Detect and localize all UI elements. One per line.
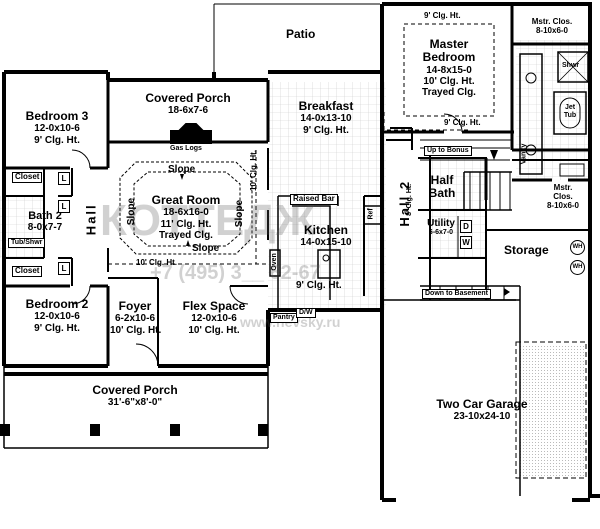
bedroom3-name: Bedroom 3: [25, 109, 89, 123]
bedroom2-size: 12-0x10-6: [34, 311, 80, 323]
master-ceiling-bottom: 9' Clg. Ht.: [444, 118, 481, 127]
breakfast-size: 14-0x13-10: [300, 113, 352, 125]
bath2-size: 8-0x7-7: [27, 222, 63, 234]
kitchen-ceiling: 9' Clg. Ht.: [296, 280, 342, 291]
patio-label: Patio: [286, 27, 316, 41]
jet-tub-label: Jet Tub: [563, 104, 577, 119]
front-porch-name: Covered Porch: [92, 383, 178, 397]
washer-icon: W: [460, 236, 472, 249]
shower-label: Shwr: [562, 62, 580, 69]
closet-bottom-label: Closet: [12, 266, 43, 277]
master-bedroom-name: Master: [429, 37, 469, 51]
slope-top: Slope: [168, 164, 196, 175]
kitchen-label: Kitchen 14-0x15-10: [288, 223, 364, 249]
garage-label: Two Car Garage 23-10x24-10: [420, 397, 544, 423]
master-closet-top-name: Mstr. Clos.: [531, 17, 573, 26]
foyer-size: 6-2x10-6: [114, 313, 156, 325]
ref-label: Ref: [367, 208, 375, 220]
bath2-label: Bath 2 8-0x7-7: [20, 210, 70, 234]
slope-bottom: Slope: [192, 243, 220, 254]
hall-left-label: Hall: [83, 203, 99, 236]
great-room-name: Great Room: [151, 193, 221, 207]
linen-bottom: L: [58, 262, 70, 275]
bedroom3-size: 12-0x10-6: [34, 123, 80, 135]
rear-porch-size: 18-6x7-6: [167, 105, 209, 117]
master-closet-top-size: 8-10x6-0: [535, 25, 569, 35]
slope-left: Slope: [126, 197, 138, 226]
master-closet-right-label: Mstr. Clos. 8-10x6-0: [538, 183, 588, 211]
linen-mid: L: [58, 200, 70, 213]
ceiling-10-left: 10' Clg. Ht.: [136, 258, 178, 267]
garage-name: Two Car Garage: [436, 397, 528, 411]
flex-space-name: Flex Space: [182, 299, 246, 313]
bedroom3-ceiling: 9' Clg. Ht.: [34, 134, 80, 146]
bath2-name: Bath 2: [28, 210, 62, 222]
great-room-label: Great Room 18-6x16-0 11' Clg. Ht. Trayed…: [136, 193, 236, 241]
great-room-ceiling: 11' Clg. Ht.: [160, 218, 212, 230]
master-bedroom-name2: Bedroom: [422, 50, 476, 65]
foyer-name: Foyer: [118, 299, 152, 313]
flex-space-label: Flex Space 12-0x10-6 10' Clg. Ht.: [172, 299, 256, 336]
half-bath-name: Half: [430, 173, 454, 187]
dw-label: D/W: [296, 308, 316, 318]
master-closet-right-name2: Clos.: [553, 191, 573, 201]
closet-top-label: Closet: [12, 172, 43, 183]
slope-right: Slope: [234, 199, 246, 228]
rear-porch-name: Covered Porch: [145, 91, 231, 105]
bedroom2-ceiling: 9' Clg. Ht.: [34, 322, 80, 334]
water-heater-icon-1: WH: [570, 240, 585, 255]
breakfast-ceiling: 9' Clg. Ht.: [303, 124, 349, 136]
master-bedroom-note: Trayed Clg.: [422, 87, 476, 99]
breakfast-name: Breakfast: [298, 99, 354, 113]
down-to-basement-label: Down to Basement: [422, 289, 492, 299]
hall2-ceiling: 8' Clg. Ht.: [406, 183, 414, 216]
front-porch-size: 31'-6"x8'-0": [107, 397, 163, 409]
master-closet-top-label: Mstr. Clos. 8-10x6-0: [518, 17, 586, 36]
half-bath-label: Half Bath: [422, 173, 462, 201]
master-closet-right-size: 8-10x6-0: [546, 200, 580, 210]
master-closet-right-name: Mstr.: [553, 183, 573, 192]
flex-space-size: 12-0x10-6: [191, 313, 237, 325]
dryer-icon: D: [460, 220, 472, 233]
bedroom2-label: Bedroom 2 12-0x10-6 9' Clg. Ht.: [12, 297, 102, 334]
master-bedroom-ceiling: 10' Clg. Ht.: [423, 76, 475, 88]
front-porch-label: Covered Porch 31'-6"x8'-0": [80, 383, 190, 409]
utility-name: Utility: [427, 218, 455, 229]
tub-shower-label: Tub/Shwr: [8, 238, 46, 248]
breakfast-label: Breakfast 14-0x13-10 9' Clg. Ht.: [278, 99, 374, 136]
master-bedroom-size: 14-8x15-0: [426, 64, 472, 76]
watermark-phone: +7 (495) 3__ 62-67: [150, 262, 321, 284]
up-to-bonus-label: Up to Bonus: [424, 146, 472, 156]
vanity-label: Vanity: [520, 143, 528, 165]
rear-porch-label: Covered Porch 18-6x7-6: [118, 91, 258, 117]
oven-label: Oven: [270, 253, 278, 271]
master-bedroom-label: Master Bedroom 14-8x15-0 10' Clg. Ht. Tr…: [412, 37, 486, 99]
utility-size: 6-6x7-0: [428, 229, 454, 237]
ceiling-10-right: 10' Clg. Ht.: [249, 149, 259, 191]
great-room-size: 18-6x16-0: [163, 207, 209, 219]
linen-top-1: L: [58, 172, 70, 185]
half-bath-name2: Bath: [428, 186, 456, 201]
utility-label: Utility 6-6x7-0: [422, 218, 460, 237]
kitchen-name: Kitchen: [303, 223, 348, 237]
master-ceiling-top: 9' Clg. Ht.: [424, 11, 461, 20]
great-room-note: Trayed Clg.: [159, 229, 213, 241]
foyer-ceiling: 10' Clg. Ht.: [110, 324, 162, 336]
kitchen-size: 14-0x15-10: [300, 237, 352, 249]
pantry-label: Pantry: [270, 313, 298, 323]
storage-label: Storage: [504, 243, 549, 257]
gas-logs-label: Gas Logs: [170, 145, 202, 152]
bedroom3-label: Bedroom 3 12-0x10-6 9' Clg. Ht.: [12, 109, 102, 146]
water-heater-icon-2: WH: [570, 260, 585, 275]
watermark-brand: КОТТЕДЖ: [100, 196, 316, 245]
raised-bar-label: Raised Bar: [290, 194, 338, 205]
foyer-label: Foyer 6-2x10-6 10' Clg. Ht.: [110, 299, 162, 336]
bedroom2-name: Bedroom 2: [25, 297, 89, 311]
garage-size: 23-10x24-10: [453, 411, 511, 423]
flex-space-ceiling: 10' Clg. Ht.: [188, 324, 240, 336]
